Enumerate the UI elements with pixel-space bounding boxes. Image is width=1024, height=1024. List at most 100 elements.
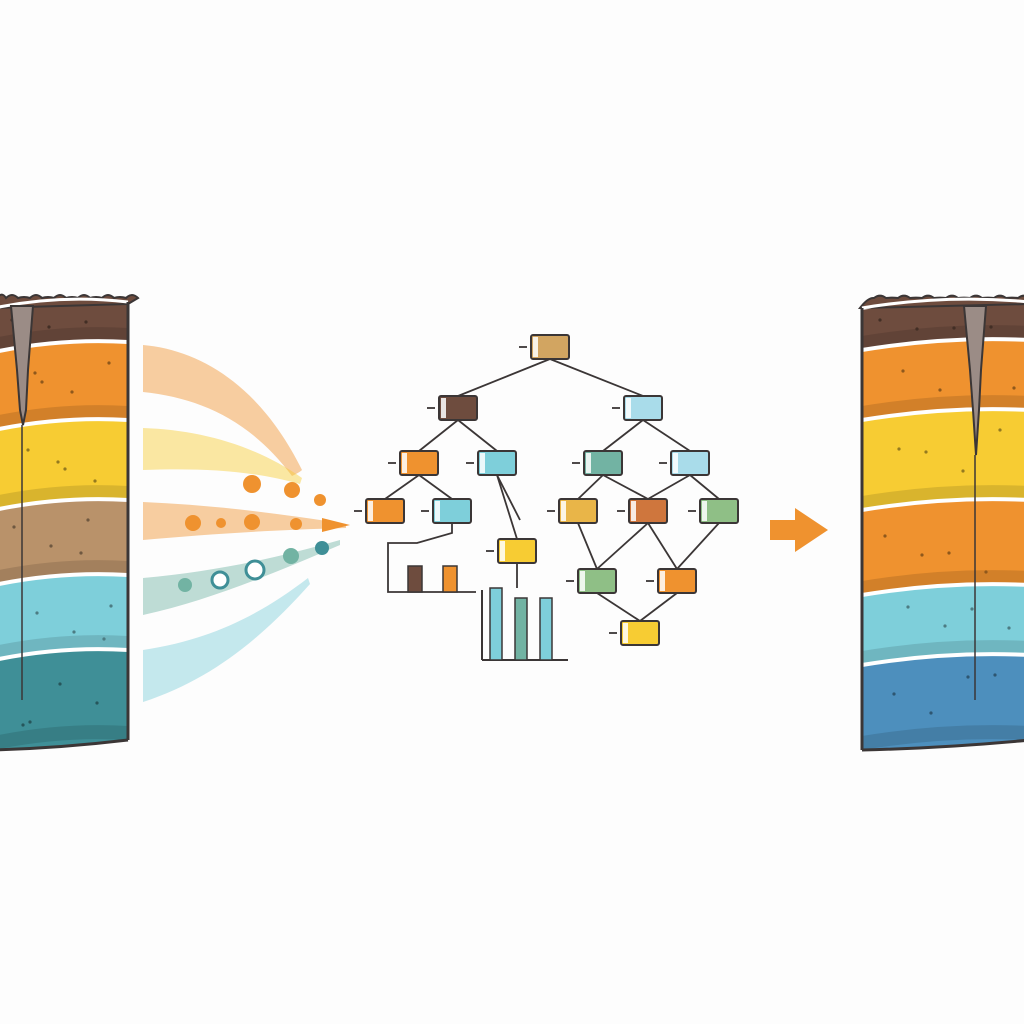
soil-speck bbox=[878, 318, 882, 322]
layer-separator bbox=[861, 407, 1024, 422]
data-particle bbox=[283, 548, 299, 564]
soil-layer bbox=[862, 409, 1024, 510]
data-particle bbox=[290, 518, 302, 530]
chart-bar bbox=[442, 565, 458, 593]
layer-separator bbox=[861, 582, 1024, 597]
soil-speck bbox=[892, 692, 896, 696]
soil-speck bbox=[883, 534, 887, 538]
layer-separator bbox=[0, 647, 129, 661]
tree-edge bbox=[577, 474, 604, 500]
input-soil-core-icon bbox=[0, 293, 140, 752]
tree-node bbox=[583, 450, 623, 476]
crust-highlight bbox=[0, 297, 129, 309]
soil-speck bbox=[35, 611, 39, 615]
tree-node bbox=[432, 498, 472, 524]
tree-node bbox=[577, 568, 617, 594]
soil-speck bbox=[897, 447, 901, 451]
tree-edge bbox=[387, 523, 476, 593]
arrow-right-shape bbox=[770, 508, 828, 552]
tree-node bbox=[497, 538, 537, 564]
soil-speck bbox=[920, 553, 924, 557]
soil-layer-shade bbox=[862, 725, 1024, 750]
tree-node bbox=[477, 450, 517, 476]
tree-edge bbox=[418, 474, 453, 500]
soil-speck bbox=[56, 460, 60, 464]
data-stream-band bbox=[143, 345, 302, 476]
bar-chart-icon bbox=[407, 565, 458, 593]
tree-edge bbox=[549, 358, 644, 397]
tree-node bbox=[399, 450, 439, 476]
chart-column bbox=[514, 597, 528, 661]
tree-node bbox=[699, 498, 739, 524]
soil-speck bbox=[102, 637, 106, 641]
data-particle-ring bbox=[210, 570, 230, 590]
tree-edge bbox=[577, 522, 598, 570]
tree-edge bbox=[647, 474, 691, 500]
data-stream-group bbox=[143, 345, 350, 702]
soil-speck bbox=[943, 624, 947, 628]
data-particle bbox=[216, 518, 226, 528]
stream-arrow-tip bbox=[322, 518, 350, 532]
soil-speck bbox=[989, 325, 993, 329]
chart-column bbox=[539, 597, 553, 661]
soil-speck bbox=[109, 604, 113, 608]
soil-crack bbox=[9, 305, 35, 426]
tree-edge bbox=[639, 592, 678, 622]
soil-speck bbox=[938, 388, 942, 392]
tree-edge bbox=[602, 419, 644, 452]
soil-speck bbox=[929, 711, 933, 715]
layer-separator bbox=[0, 497, 129, 511]
tree-edge bbox=[384, 474, 420, 500]
tree-edge bbox=[457, 419, 498, 452]
soil-speck bbox=[906, 605, 910, 609]
tree-edge bbox=[676, 522, 720, 570]
chart-column bbox=[489, 587, 503, 661]
tree-node bbox=[438, 395, 478, 421]
tree-node-highlight bbox=[500, 541, 505, 561]
tree-edge bbox=[496, 474, 521, 521]
soil-speck bbox=[12, 525, 16, 529]
tree-node-highlight bbox=[580, 571, 585, 591]
crust-highlight bbox=[861, 297, 1024, 310]
soil-speck bbox=[70, 390, 74, 394]
soil-speck bbox=[58, 682, 62, 686]
tree-edge bbox=[457, 358, 551, 397]
soil-speck bbox=[28, 720, 32, 724]
tree-edge bbox=[689, 474, 720, 500]
layer-separator bbox=[0, 417, 129, 431]
tree-edge bbox=[596, 522, 649, 570]
soil-speck bbox=[21, 723, 25, 727]
tree-edge bbox=[647, 522, 678, 570]
soil-speck bbox=[63, 467, 67, 471]
column-chart-icon bbox=[481, 587, 568, 661]
soil-speck bbox=[84, 320, 88, 324]
data-stream-band bbox=[143, 540, 340, 615]
tree-node bbox=[558, 498, 598, 524]
tree-edge bbox=[602, 474, 649, 500]
soil-speck bbox=[966, 675, 970, 679]
output-soil-core-icon bbox=[857, 294, 1024, 752]
tree-edge bbox=[418, 419, 459, 452]
data-particle bbox=[315, 541, 329, 555]
tree-node bbox=[657, 568, 697, 594]
data-particle bbox=[178, 578, 192, 592]
layer-separator bbox=[0, 339, 129, 353]
soil-speck bbox=[79, 551, 83, 555]
soil-speck bbox=[107, 361, 111, 365]
decision-tree-icon bbox=[354, 334, 739, 661]
soil-speck bbox=[915, 327, 919, 331]
tree-edge bbox=[596, 592, 641, 622]
tree-node-highlight bbox=[435, 501, 440, 521]
soil-speck bbox=[47, 325, 51, 329]
data-particle bbox=[185, 515, 201, 531]
soil-speck bbox=[33, 371, 37, 375]
soil-speck bbox=[40, 380, 44, 384]
soil-speck bbox=[1012, 386, 1016, 390]
data-particle bbox=[284, 482, 300, 498]
soil-speck bbox=[1007, 626, 1011, 630]
tree-node-highlight bbox=[561, 501, 566, 521]
soil-speck bbox=[49, 544, 53, 548]
soil-layer bbox=[0, 649, 128, 750]
core-edge bbox=[0, 738, 129, 752]
tree-node-highlight bbox=[631, 501, 636, 521]
